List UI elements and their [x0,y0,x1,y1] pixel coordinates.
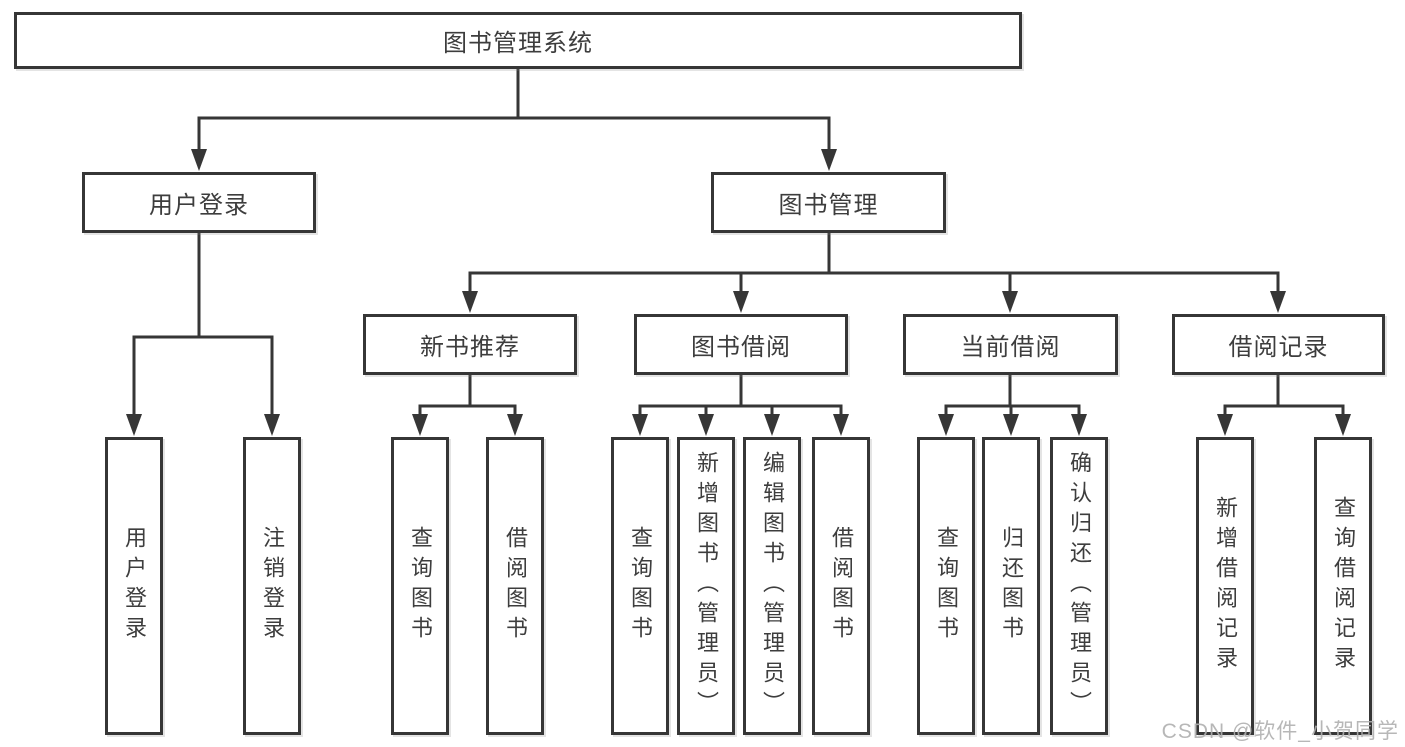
leaf-borrow-book-2: 借阅图书 [812,437,870,735]
leaf-query-book-2: 查询图书 [611,437,669,735]
leaf-query-book-3: 查询图书 [917,437,975,735]
node-current-borrow: 当前借阅 [903,314,1118,375]
csdn-watermark: CSDN @软件_小贺同学 [1161,720,1399,743]
leaf-logout: 注销登录 [243,437,301,735]
leaf-add-book-admin: 新增图书（管理员） [677,437,735,735]
node-book-borrow: 图书借阅 [634,314,848,375]
node-user-login: 用户登录 [82,172,316,233]
leaf-return-book: 归还图书 [982,437,1040,735]
node-new-book-recommend: 新书推荐 [363,314,577,375]
leaf-edit-book-admin: 编辑图书（管理员） [743,437,801,735]
leaf-borrow-book-1: 借阅图书 [486,437,544,735]
leaf-query-borrow-record: 查询借阅记录 [1314,437,1372,735]
leaf-confirm-return-admin: 确认归还（管理员） [1050,437,1108,735]
arrowheads [126,149,1351,436]
node-book-management: 图书管理 [711,172,946,233]
node-borrow-records: 借阅记录 [1172,314,1385,375]
leaf-user-login: 用户登录 [105,437,163,735]
leaf-add-borrow-record: 新增借阅记录 [1196,437,1254,735]
node-root-system: 图书管理系统 [14,12,1022,69]
leaf-query-book-1: 查询图书 [391,437,449,735]
